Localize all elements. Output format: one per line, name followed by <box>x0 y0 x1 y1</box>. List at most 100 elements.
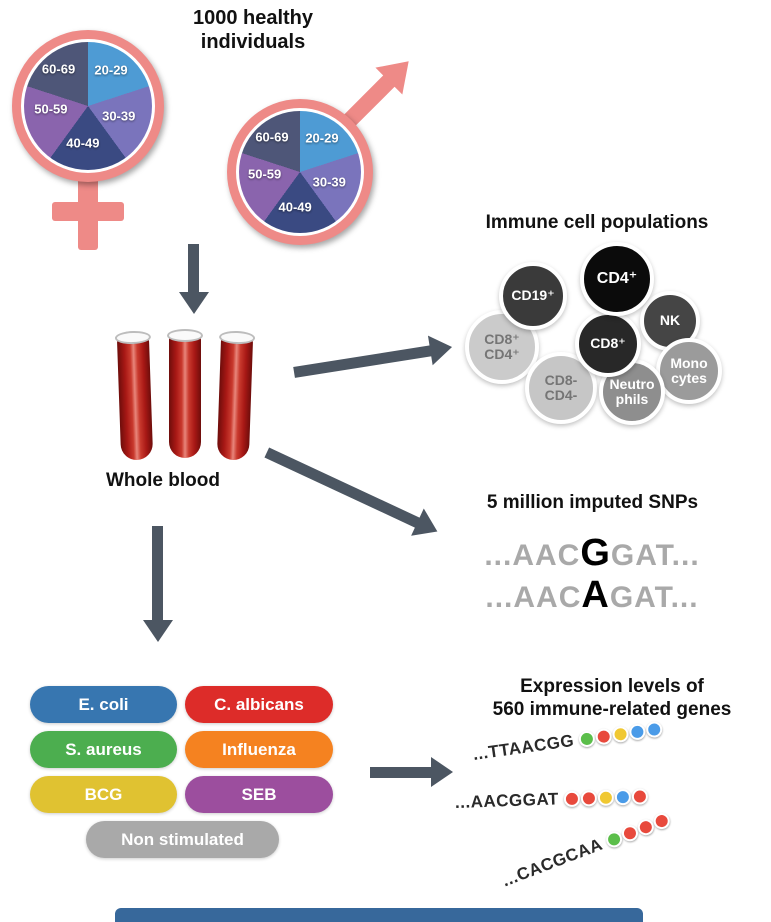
stimulus-pill-influenza: Influenza <box>185 731 333 768</box>
cell-cd8: CD8⁺ <box>575 311 641 377</box>
bead-dot <box>611 725 630 744</box>
tube-body <box>169 336 201 458</box>
stimulus-pill-seb: SEB <box>185 776 333 813</box>
snp-sequence-2: ...AACAGAT... <box>437 575 747 618</box>
arrow-head-icon <box>431 757 453 787</box>
pill-label: BCG <box>84 784 123 804</box>
immune-title: Immune cell populations <box>485 212 709 233</box>
snp-seq-pre: ...AAC <box>485 581 582 614</box>
bead-dot <box>594 727 613 746</box>
stimulus-pill-ecoli: E. coli <box>30 686 177 723</box>
cropped-blue-bar <box>115 908 643 922</box>
snp-variant-letter: A <box>581 574 610 616</box>
stimulus-pill-bcg: BCG <box>30 776 177 813</box>
bead-dot <box>577 729 596 749</box>
figure-title-line1: 1000 healthy <box>192 7 314 29</box>
gene-seq-text: ...CACGCAA <box>499 834 606 891</box>
blood-tube <box>167 329 203 461</box>
snp-seq-pre: ...AAC <box>484 539 581 572</box>
cell-label: CD4⁺ <box>484 346 520 362</box>
gene-beads <box>577 720 664 749</box>
gene-sequence-3: ...CACGCAA <box>499 809 673 891</box>
cell-neutrophils: Neutro phils <box>599 359 665 425</box>
snp-sequence-1: ...AACGGAT... <box>437 533 747 576</box>
bead-dot <box>563 790 581 808</box>
female-age-pie: 20-29 30-39 40-49 50-59 60-69 <box>24 42 152 170</box>
bead-dot <box>580 790 598 807</box>
stimulus-pill-saureus: S. aureus <box>30 731 177 768</box>
cell-label: CD4⁺ <box>596 270 638 288</box>
gene-beads <box>603 810 673 850</box>
tube-rim <box>167 329 203 342</box>
cell-label: phils <box>615 391 649 407</box>
pie-label-50-59: 50-59 <box>34 101 68 117</box>
gene-seq-text: ...AACGGAT <box>454 789 560 812</box>
snp-seq-post: GAT... <box>610 539 700 572</box>
male-ring: 20-29 30-39 40-49 50-59 60-69 <box>227 99 373 245</box>
cell-label: cytes <box>671 370 707 386</box>
arrow-head-icon <box>427 332 455 366</box>
pie-label-30-39: 30-39 <box>312 174 346 190</box>
male-arrow-shaft <box>344 74 396 126</box>
stimulus-pill-calbicans: C. albicans <box>185 686 333 723</box>
pie-label-40-49: 40-49 <box>66 135 100 151</box>
pill-label: S. aureus <box>65 739 142 759</box>
pill-label: SEB <box>241 784 277 804</box>
tube-body <box>216 337 254 461</box>
arrow-shaft <box>293 344 434 378</box>
arrow-head-icon <box>179 292 209 314</box>
bead-dot <box>597 789 615 807</box>
gene-sequence-2: ...AACGGAT <box>454 786 649 813</box>
arrow-shaft <box>152 526 164 622</box>
arrow-shaft <box>370 766 433 778</box>
cell-label: Mono <box>670 354 708 371</box>
gene-seq-text: ...TTAACGG <box>471 730 576 764</box>
gene-beads <box>563 788 649 808</box>
expression-title: Expression levels of 560 immune-related … <box>462 676 762 722</box>
cell-cd19: CD19⁺ <box>499 262 567 330</box>
expression-title-line2: 560 immune-related genes <box>492 698 732 720</box>
cell-cd8neg-cd4neg: CD8- CD4- <box>525 352 597 424</box>
pill-label: Influenza <box>222 739 296 759</box>
pill-label: E. coli <box>78 694 129 714</box>
cell-label: CD8⁺ <box>590 335 626 352</box>
cell-label: Neutro <box>609 375 655 392</box>
snps-title: 5 million imputed SNPs <box>486 492 699 513</box>
cell-label: CD4- <box>544 387 578 403</box>
blood-tube <box>215 330 256 463</box>
bead-dot <box>631 788 649 805</box>
snp-seq-post: GAT... <box>609 581 699 614</box>
stimulus-pill-nonstimulated: Non stimulated <box>86 821 279 858</box>
cell-monocytes: Mono cytes <box>656 338 722 404</box>
bead-dot <box>628 722 647 741</box>
pie-label-20-29: 20-29 <box>94 62 128 78</box>
pie-label-40-49: 40-49 <box>278 199 312 215</box>
pill-label: Non stimulated <box>121 829 244 849</box>
bead-dot <box>614 788 632 806</box>
cell-cd4: CD4⁺ <box>580 242 654 316</box>
cell-label: CD8⁺ <box>484 330 520 347</box>
pie-label-20-29: 20-29 <box>305 130 339 146</box>
pie-label-50-59: 50-59 <box>247 166 282 182</box>
arrow-shaft <box>264 447 422 528</box>
pie-label-60-69: 60-69 <box>41 61 76 77</box>
arrow-shaft <box>188 244 200 294</box>
whole-blood-label: Whole blood <box>106 470 220 491</box>
gene-sequence-1: ...TTAACGG <box>472 719 664 765</box>
female-ring: 20-29 30-39 40-49 50-59 60-69 <box>12 30 164 182</box>
pill-label: C. albicans <box>214 694 304 714</box>
pie-label-30-39: 30-39 <box>102 108 136 124</box>
figure-title-line2: individuals <box>200 31 306 53</box>
tube-body <box>116 337 154 461</box>
figure-title: 1000 healthy individuals <box>138 6 368 54</box>
arrow-head-icon <box>143 620 173 642</box>
cell-label: NK <box>659 312 681 329</box>
female-crossbar <box>52 202 124 221</box>
cell-label: CD8- <box>544 371 578 388</box>
bead-dot <box>651 810 673 832</box>
blood-tube <box>114 330 156 463</box>
cell-label: CD19⁺ <box>511 287 555 304</box>
snp-variant-letter: G <box>580 532 611 574</box>
bead-dot <box>645 720 664 739</box>
